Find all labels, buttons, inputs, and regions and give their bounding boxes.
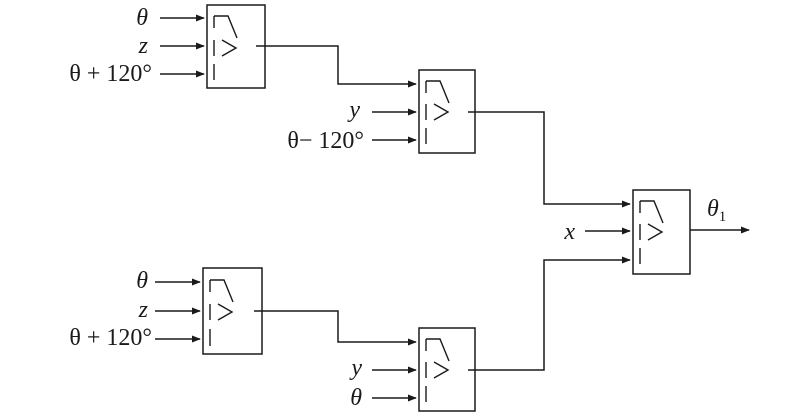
switch-block-3 bbox=[202, 267, 263, 355]
switch-1-symbol bbox=[213, 15, 238, 80]
switch-2-symbol bbox=[425, 80, 450, 144]
switch-block-1 bbox=[206, 4, 266, 89]
switch-3-box bbox=[202, 267, 263, 355]
output-label-subscript: 1 bbox=[719, 209, 727, 225]
switch-5-symbol bbox=[639, 200, 664, 264]
switch-1-input-2-label: z bbox=[138, 33, 149, 59]
switch-block-2 bbox=[418, 69, 476, 154]
switch-1-input-1-label: θ bbox=[136, 5, 148, 31]
wire-switch-2-to-switch-5 bbox=[468, 111, 631, 208]
switch-5-input-2-label: x bbox=[563, 219, 575, 245]
switch-block-5 bbox=[632, 189, 691, 275]
switch-3-input-3-label: θ + 120° bbox=[69, 325, 152, 351]
wire-switch-1-to-switch-2 bbox=[256, 45, 417, 88]
switch-4-input-2-label: y bbox=[349, 355, 362, 381]
switch-4-input-3-label: θ bbox=[350, 385, 362, 411]
output-label: θ1 bbox=[707, 196, 726, 225]
output-label-base: θ bbox=[707, 196, 719, 222]
wire-switch-4-to-switch-5 bbox=[468, 256, 631, 371]
switch-3-input-1-label: θ bbox=[136, 268, 148, 294]
switch-4-symbol bbox=[425, 338, 450, 402]
switch-1-box bbox=[206, 4, 266, 89]
switch-2-input-3-label: θ− 120° bbox=[287, 128, 364, 154]
switch-3-symbol bbox=[209, 279, 234, 346]
switch-3-input-2-label: z bbox=[138, 297, 149, 323]
switch-block-4 bbox=[418, 327, 476, 412]
wire-switch-3-to-switch-4 bbox=[254, 310, 417, 346]
switch-2-input-2-label: y bbox=[347, 97, 360, 123]
switch-1-input-3-label: θ + 120° bbox=[69, 61, 152, 87]
